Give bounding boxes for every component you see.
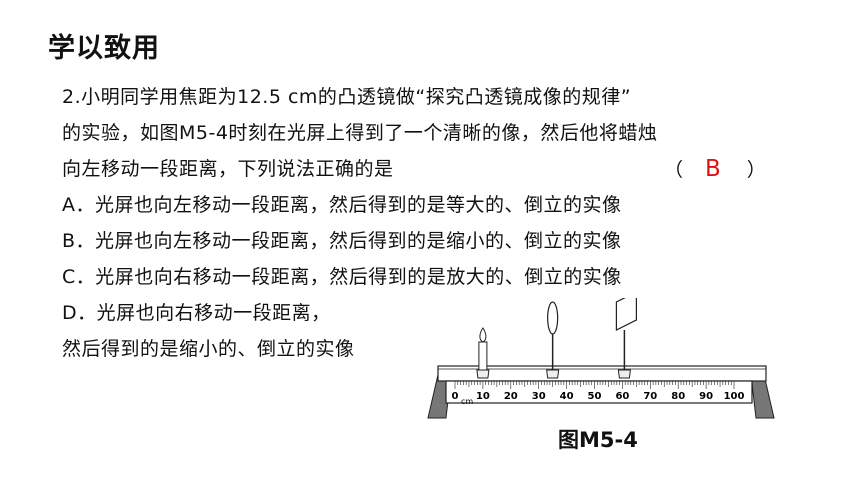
option-a: A．光屏也向左移动一段距离，然后得到的是等大的、倒立的实像 xyxy=(62,194,622,216)
ruler-scale-labels: 0 10 20 30 40 50 60 70 80 90 100 xyxy=(452,391,745,402)
option-d-line-1: D．光屏也向右移动一段距离， xyxy=(62,302,331,324)
figure-caption: 图M5-4 xyxy=(558,428,638,452)
convex-lens xyxy=(546,301,560,379)
ruler-scale-label: 0 xyxy=(452,391,459,402)
paren-close: ） xyxy=(746,159,766,181)
ruler-scale-label: 10 xyxy=(476,391,490,402)
ruler-scale-label: 50 xyxy=(588,391,602,402)
light-screen xyxy=(615,298,637,379)
ruler-scale-label: 40 xyxy=(560,391,574,402)
candle-flame xyxy=(479,327,487,343)
ruler-scale-label: 80 xyxy=(671,391,685,402)
answer-bracket: （ B ） xyxy=(664,157,766,182)
answer-letter: B xyxy=(705,156,721,182)
option-c: C．光屏也向右移动一段距离，然后得到的是放大的、倒立的实像 xyxy=(62,266,622,288)
paren-open: （ xyxy=(664,159,684,181)
question-line-3: 向左移动一段距离，下列说法正确的是 xyxy=(62,158,394,180)
lens-body xyxy=(547,301,559,335)
ruler-ticks xyxy=(454,381,735,389)
ruler-scale-label: 100 xyxy=(724,391,745,402)
ruler-scale-label: 90 xyxy=(699,391,713,402)
ruler-scale-label: 20 xyxy=(504,391,518,402)
screen-panel xyxy=(615,298,637,331)
option-d-line-2: 然后得到的是缩小的、倒立的实像 xyxy=(62,338,355,360)
ruler-scale-label: 30 xyxy=(532,391,546,402)
optical-bench-figure: 0 10 20 30 40 50 60 70 80 90 100 cm xyxy=(427,298,775,419)
ruler-scale-label: 70 xyxy=(643,391,657,402)
candle xyxy=(476,327,490,379)
section-title: 学以致用 xyxy=(48,33,160,64)
unit-label: cm xyxy=(461,397,473,406)
candle-body xyxy=(478,341,488,371)
ruler-scale-label: 60 xyxy=(615,391,629,402)
ruler xyxy=(445,380,753,404)
option-b: B．光屏也向左移动一段距离，然后得到的是缩小的、倒立的实像 xyxy=(62,230,622,252)
question-line-1: 2.小明同学用焦距为12.5 cm的凸透镜做“探究凸透镜成像的规律” xyxy=(62,86,632,108)
question-line-2: 的实验，如图M5-4时刻在光屏上得到了一个清晰的像，然后他将蜡烛 xyxy=(62,122,658,144)
